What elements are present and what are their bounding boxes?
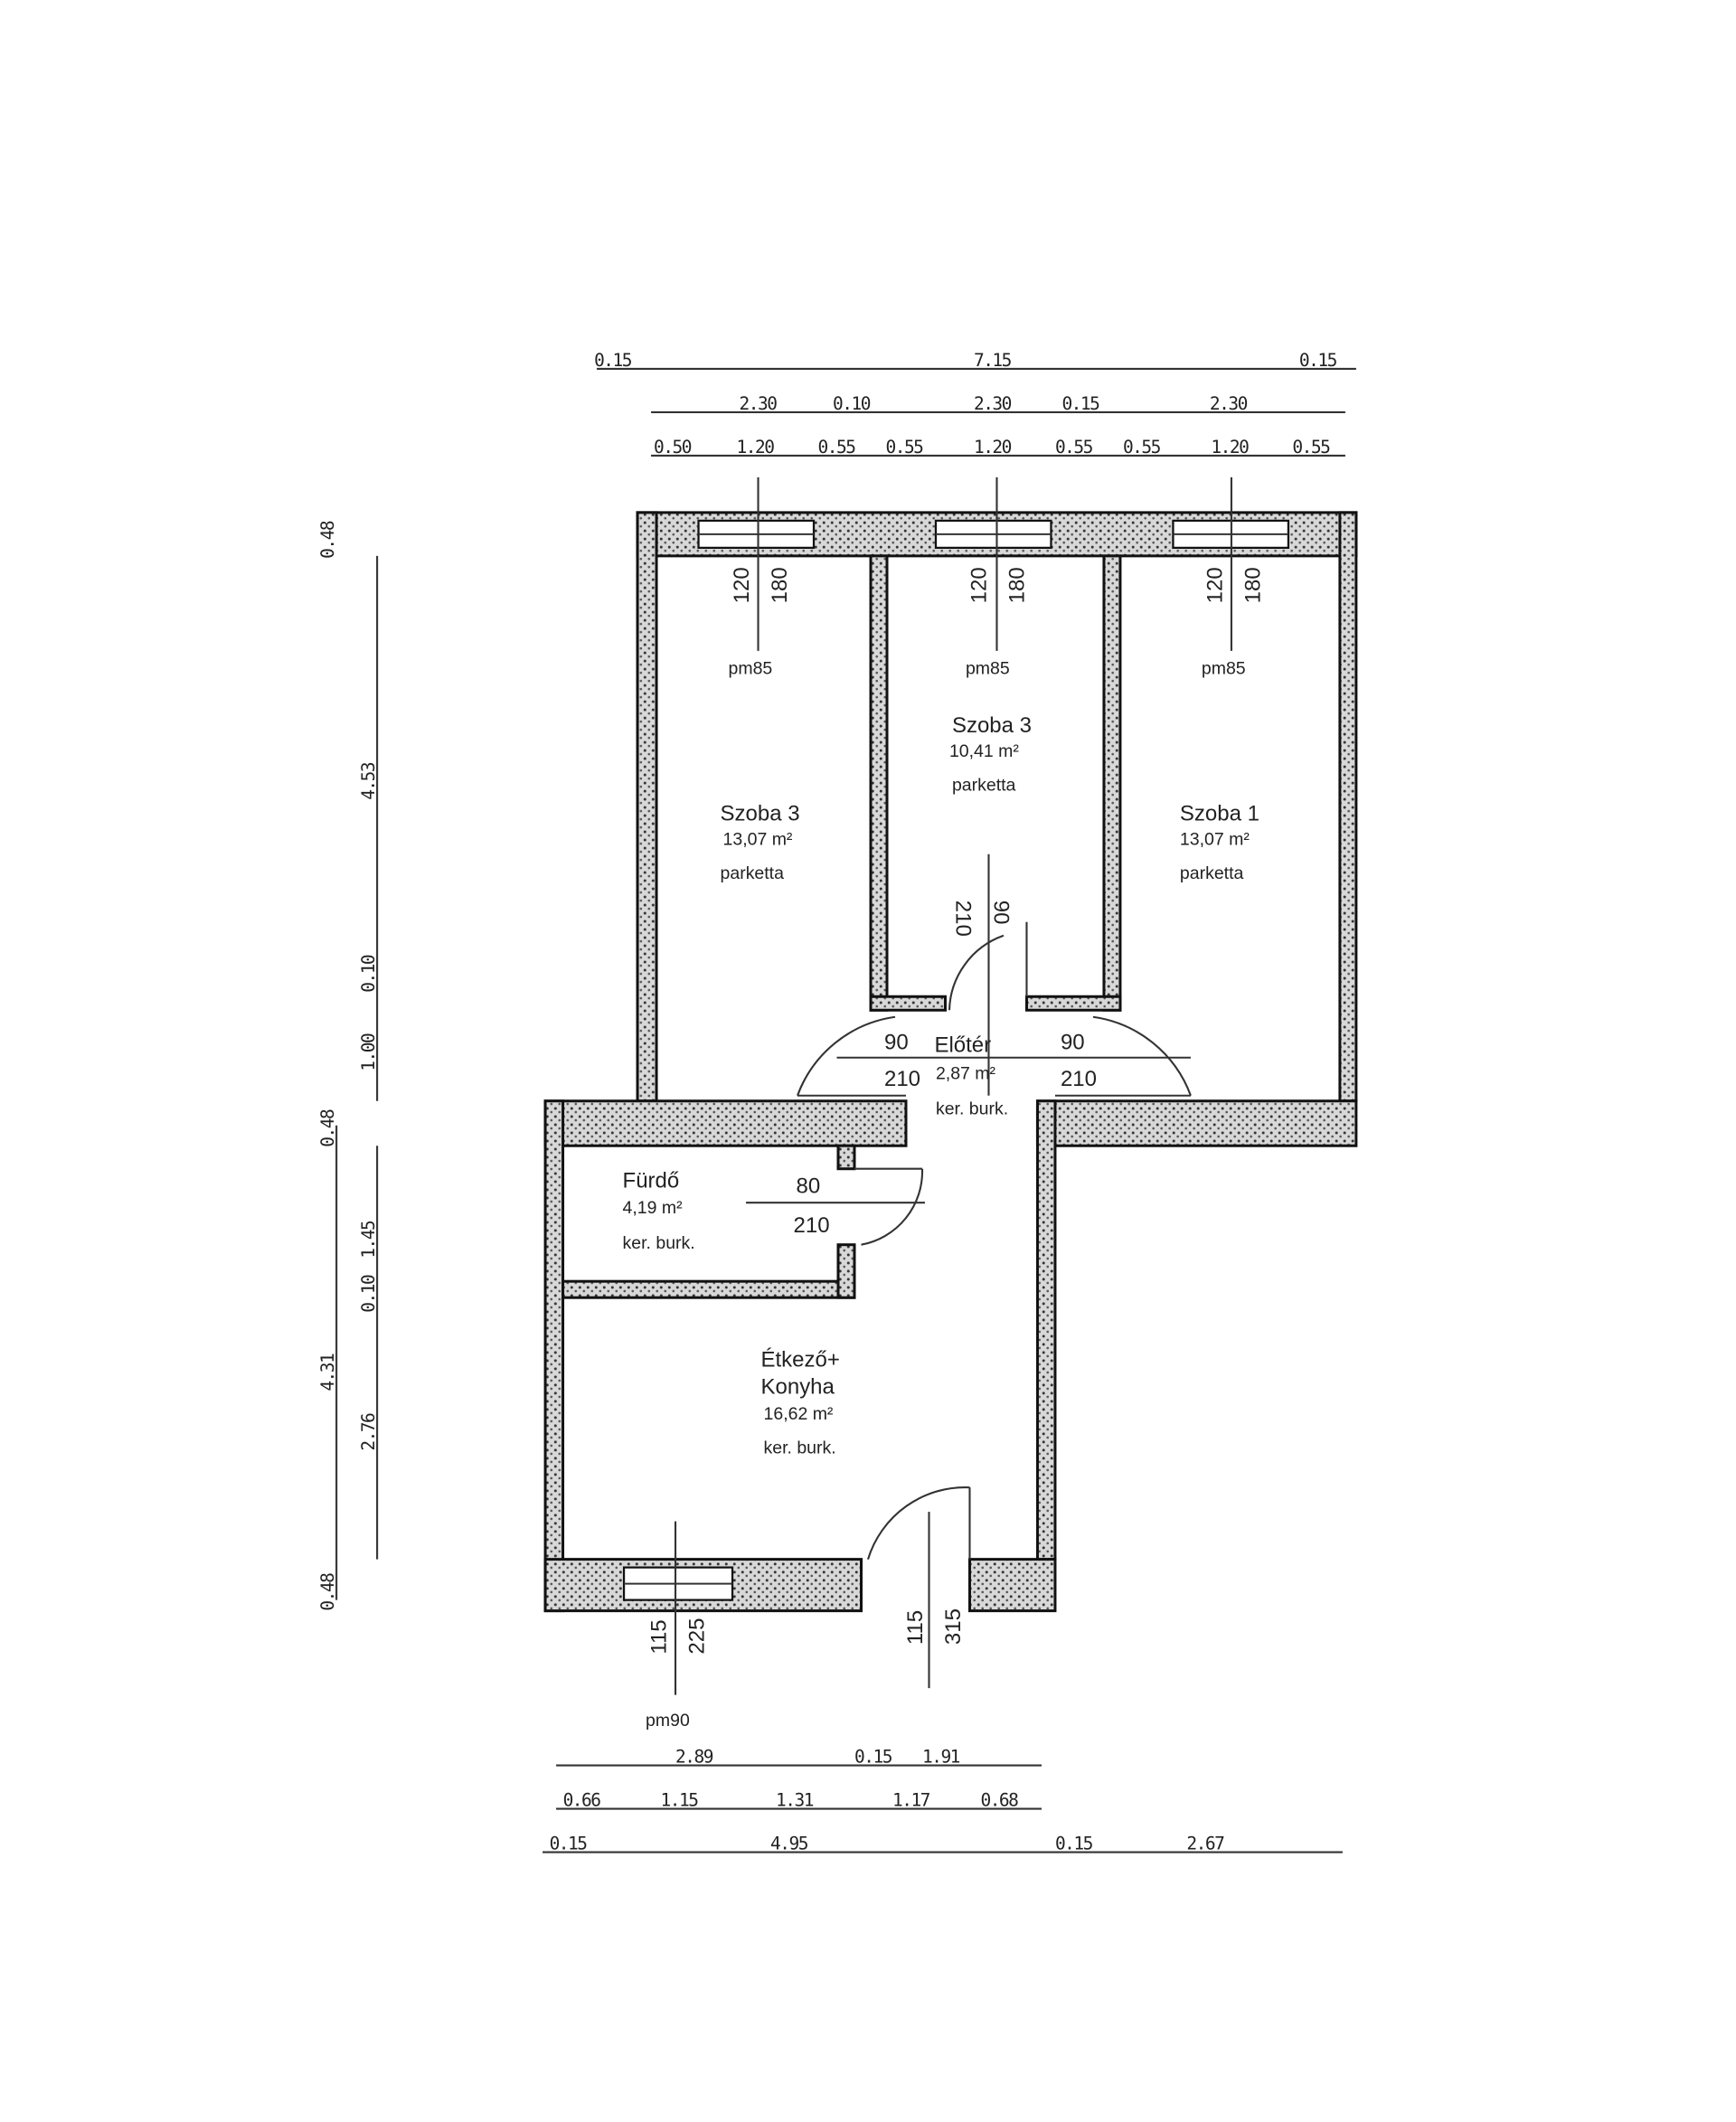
dim-label: 2.67 <box>1186 1834 1224 1854</box>
window-sill: 115 <box>647 1619 672 1654</box>
dim-label: 0.55 <box>1055 437 1093 457</box>
window-sill: 120 <box>967 567 991 603</box>
room-labels: Szoba 3 13,07 m² parketta Szoba 3 10,41 … <box>623 713 1260 1458</box>
dim-label: 0.10 <box>358 1275 379 1313</box>
dim-label: 0.55 <box>1123 437 1161 457</box>
room-floor: ker. burk. <box>764 1438 836 1458</box>
room-name: Előtér <box>934 1033 991 1058</box>
door-width: 115 <box>903 1610 928 1645</box>
door-width: 90 <box>884 1031 909 1055</box>
door-labels: 90 210 90 210 90 210 80 210 115 315 <box>794 901 1097 1645</box>
room-floor: parketta <box>721 863 785 883</box>
dim-label: 0.10 <box>833 393 871 414</box>
dim-label: 1.15 <box>661 1790 699 1811</box>
dim-label: 0.68 <box>980 1790 1018 1811</box>
dim-label: 1.00 <box>358 1033 379 1071</box>
dim-label: 0.48 <box>317 1109 338 1147</box>
room-area: 13,07 m² <box>723 829 793 849</box>
dim-label: 1.45 <box>358 1221 379 1259</box>
dim-label: 0.15 <box>1055 1834 1093 1854</box>
window-height: 225 <box>685 1618 710 1655</box>
room-floor: parketta <box>1180 863 1244 883</box>
bottom-dimensions: 2.89 0.15 1.91 0.66 1.15 1.31 1.17 0.68 … <box>542 1747 1343 1854</box>
dim-label: 4.53 <box>358 762 379 800</box>
room-area: 16,62 m² <box>764 1404 834 1424</box>
dim-label: 0.15 <box>594 350 632 371</box>
door-height: 210 <box>794 1213 830 1238</box>
window-sill: 120 <box>1203 567 1227 603</box>
dim-label: 2.30 <box>1210 393 1248 414</box>
dim-label: 0.50 <box>654 437 692 457</box>
window-type: pm85 <box>1202 658 1246 678</box>
room-area: 10,41 m² <box>949 741 1019 761</box>
dim-label: 2.76 <box>358 1413 379 1451</box>
top-dimensions: 0.15 7.15 0.15 2.30 0.10 2.30 0.15 2.30 … <box>594 350 1356 457</box>
dim-label: 1.20 <box>1211 437 1249 457</box>
window-type: pm85 <box>966 658 1010 678</box>
dim-label: 1.20 <box>974 437 1012 457</box>
room-area: 13,07 m² <box>1180 829 1250 849</box>
window-type: pm85 <box>729 658 773 678</box>
dim-label: 2.89 <box>675 1747 713 1768</box>
dim-label: 0.10 <box>358 955 379 993</box>
window-labels: 120 180 pm85 120 180 pm85 120 180 pm85 1… <box>646 567 1265 1731</box>
door-width: 90 <box>988 901 1013 925</box>
door-width: 80 <box>797 1174 821 1199</box>
dim-label: 0.15 <box>1061 393 1099 414</box>
door-height: 210 <box>1061 1067 1097 1091</box>
room-name: Étkező+ <box>761 1348 840 1372</box>
dim-label: 0.15 <box>854 1747 892 1768</box>
room-floor: ker. burk. <box>623 1233 695 1253</box>
dim-label: 1.20 <box>737 437 775 457</box>
dim-label: 7.15 <box>974 350 1012 371</box>
room-floor: ker. burk. <box>936 1099 1008 1119</box>
dim-label: 0.55 <box>885 437 923 457</box>
dim-label: 0.55 <box>1292 437 1330 457</box>
door-height: 210 <box>950 901 975 937</box>
dim-label: 1.91 <box>922 1747 960 1768</box>
dim-label: 1.31 <box>776 1790 814 1811</box>
room-area: 2,87 m² <box>936 1064 996 1084</box>
room-name: Konyha <box>761 1375 835 1400</box>
door-height: 315 <box>941 1608 966 1645</box>
dim-label: 4.95 <box>770 1834 808 1854</box>
window-type: pm90 <box>646 1711 690 1731</box>
window-height: 180 <box>1005 567 1029 603</box>
door-width: 90 <box>1061 1031 1085 1055</box>
room-name: Szoba 1 <box>1180 801 1260 825</box>
walls <box>543 511 1358 1613</box>
dim-label: 2.30 <box>740 393 778 414</box>
dim-label: 0.66 <box>563 1790 601 1811</box>
doors <box>746 854 1192 1689</box>
room-name: Szoba 3 <box>952 713 1032 738</box>
window-height: 180 <box>768 567 792 603</box>
window-height: 180 <box>1241 567 1265 603</box>
window-sill: 120 <box>730 567 754 603</box>
room-area: 4,19 m² <box>623 1198 684 1218</box>
dim-label: 0.15 <box>550 1834 588 1854</box>
room-floor: parketta <box>952 775 1016 795</box>
dim-label: 0.55 <box>818 437 856 457</box>
dim-label: 0.48 <box>317 521 338 559</box>
left-dimensions: 0.48 4.31 0.48 0.48 4.53 0.10 1.00 0.10 … <box>317 521 379 1610</box>
dim-label: 2.30 <box>974 393 1012 414</box>
room-name: Fürdő <box>623 1169 680 1193</box>
room-name: Szoba 3 <box>721 801 800 825</box>
dim-label: 0.15 <box>1299 350 1337 371</box>
door-height: 210 <box>884 1067 920 1091</box>
windows <box>622 476 1290 1695</box>
dim-label: 4.31 <box>317 1353 338 1391</box>
dim-label: 0.48 <box>317 1573 338 1611</box>
dim-label: 1.17 <box>892 1790 930 1811</box>
